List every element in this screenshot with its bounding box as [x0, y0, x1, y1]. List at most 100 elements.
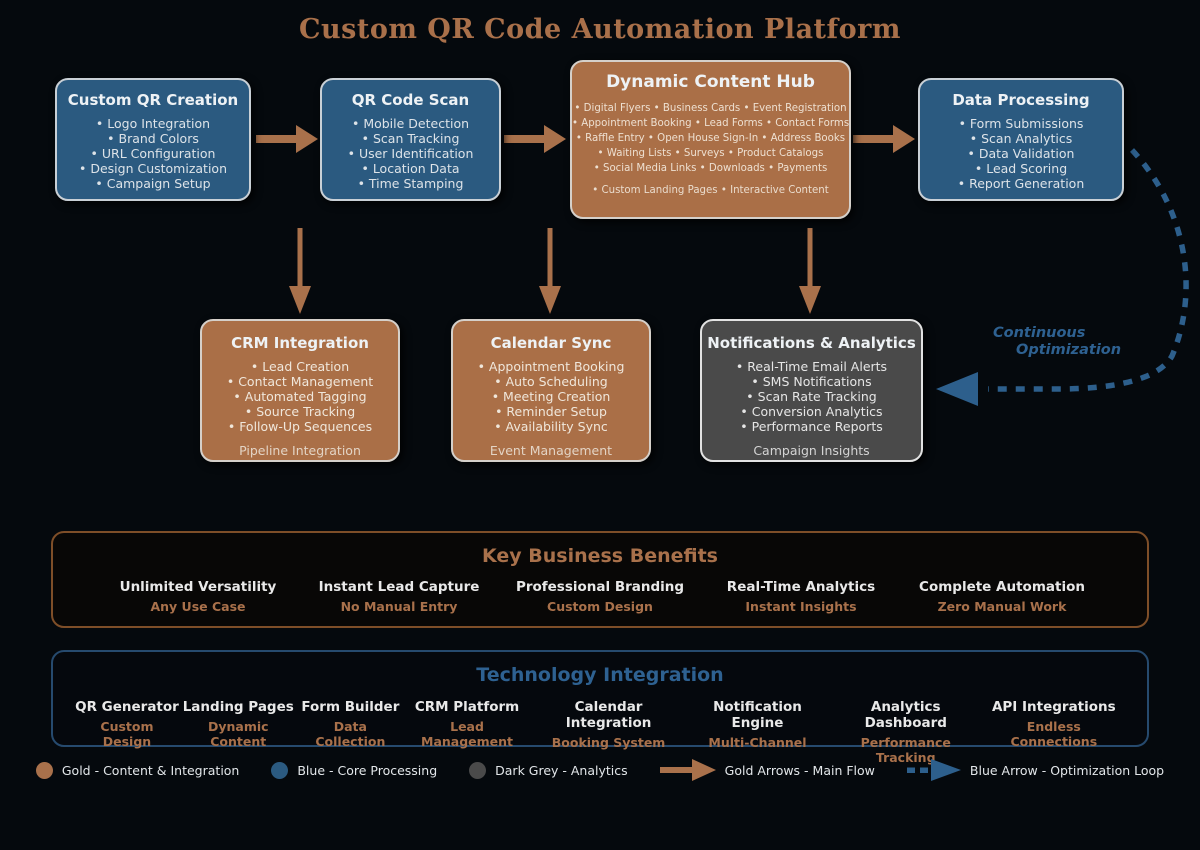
gold-down-arrow-1	[289, 228, 311, 314]
tech-item: Calendar Integration Booking System	[531, 699, 686, 765]
bullet-item: • Conversion Analytics	[740, 404, 883, 419]
bullet-item: • Lead Scoring	[974, 161, 1068, 176]
legend: Gold - Content & Integration Blue - Core…	[0, 757, 1200, 783]
benefits-row: Unlimited Versatility Any Use Case Insta…	[98, 579, 1102, 614]
benefit-title: Professional Branding	[515, 579, 685, 595]
tech-name: Form Builder	[301, 699, 400, 715]
technology-panel: Technology Integration QR Generator Cust…	[51, 650, 1149, 765]
tech-name: Landing Pages	[182, 699, 294, 715]
benefit-item: Complete Automation Zero Manual Work	[902, 579, 1102, 614]
optimization-label-line2: Optimization	[1016, 342, 1122, 358]
technology-row: QR Generator Custom Design Landing Pages…	[53, 699, 1147, 765]
tech-subtitle: Lead Management	[421, 719, 514, 749]
bullet-item: • Form Submissions	[958, 116, 1084, 131]
flow-box-custom-qr-creation: Custom QR Creation • Logo Integration • …	[55, 78, 251, 201]
tech-subtitle: Dynamic Content	[207, 719, 269, 749]
blue-dashed-arrow-icon	[906, 759, 961, 781]
bullet-item: • Raffle Entry • Open House Sign-In • Ad…	[575, 133, 846, 144]
tech-subtitle: Endless Connections	[1010, 719, 1098, 749]
legend-item-blue-arrow: Blue Arrow - Optimization Loop	[906, 757, 1165, 783]
bullet-item: • Report Generation	[957, 176, 1085, 191]
tech-name: Notification Engine	[713, 699, 802, 731]
bullet-item: • SMS Notifications	[751, 374, 872, 389]
bullet-item: • Brand Colors	[107, 131, 199, 146]
blue-dot-icon	[271, 761, 289, 779]
bullet-item: • Appointment Booking • Lead Forms • Con…	[572, 118, 850, 129]
bullet-item: • Location Data	[361, 161, 460, 176]
legend-item-grey: Dark Grey - Analytics	[469, 761, 628, 779]
legend-item-gold: Gold - Content & Integration	[35, 761, 239, 779]
box-footer: • Custom Landing Pages • Interactive Con…	[592, 185, 829, 196]
bullet-item: • Scan Rate Tracking	[746, 389, 877, 404]
gold-dot-icon	[35, 761, 53, 779]
tech-subtitle: Performance Tracking	[860, 735, 951, 765]
bullet-item: • Digital Flyers • Business Cards • Even…	[574, 103, 847, 114]
benefit-title: Unlimited Versatility	[119, 579, 277, 595]
technology-title: Technology Integration	[476, 664, 724, 686]
tech-name: Analytics Dashboard	[864, 699, 947, 731]
continuous-optimization-label: Continuous Optimization	[993, 325, 1153, 359]
benefit-title: Real-Time Analytics	[726, 579, 876, 595]
bullet-item: • Scan Tracking	[361, 131, 460, 146]
bullet-item: • Follow-Up Sequences	[227, 419, 373, 434]
benefit-title: Instant Lead Capture	[318, 579, 480, 595]
box-title: Dynamic Content Hub	[606, 72, 815, 92]
benefit-item: Real-Time Analytics Instant Insights	[701, 579, 901, 614]
bullet-item: • Availability Sync	[494, 419, 608, 434]
legend-item-gold-arrow: Gold Arrows - Main Flow	[659, 757, 875, 783]
benefit-subtitle: Custom Design	[547, 599, 653, 614]
benefit-subtitle: Zero Manual Work	[937, 599, 1067, 614]
bullet-item: • Contact Management	[226, 374, 374, 389]
bullet-item: • Appointment Booking	[477, 359, 625, 374]
bullet-item: • Design Customization	[78, 161, 227, 176]
box-title: Calendar Sync	[490, 334, 612, 352]
bullet-item: • Meeting Creation	[491, 389, 611, 404]
benefits-title: Key Business Benefits	[481, 545, 718, 567]
bullet-item: • Real-Time Email Alerts	[735, 359, 888, 374]
tech-item: API Integrations Endless Connections	[983, 699, 1125, 765]
tech-name: Calendar Integration	[565, 699, 652, 731]
tech-item: QR Generator Custom Design	[75, 699, 179, 765]
bullet-item: • Performance Reports	[740, 419, 883, 434]
box-footer: Campaign Insights	[753, 443, 870, 458]
benefit-subtitle: Instant Insights	[745, 599, 857, 614]
box-title: Data Processing	[952, 91, 1090, 109]
tech-item: Analytics Dashboard Performance Tracking	[829, 699, 983, 765]
bullet-item: • Campaign Setup	[95, 176, 211, 191]
bullet-item: • Social Media Links • Downloads • Payme…	[593, 163, 828, 174]
tech-subtitle: Custom Design	[100, 719, 154, 749]
legend-label: Blue Arrow - Optimization Loop	[969, 762, 1165, 778]
flow-box-qr-code-scan: QR Code Scan • Mobile Detection • Scan T…	[320, 78, 501, 201]
gold-down-arrow-2	[539, 228, 561, 314]
flow-box-calendar-sync: Calendar Sync • Appointment Booking • Au…	[451, 319, 651, 462]
box-footer: Event Management	[489, 443, 613, 458]
box-title: QR Code Scan	[351, 91, 470, 109]
benefit-title: Complete Automation	[919, 579, 1085, 595]
gold-down-arrow-3	[799, 228, 821, 314]
tech-item: Landing Pages Dynamic Content	[179, 699, 298, 765]
bullet-item: • URL Configuration	[90, 146, 216, 161]
gold-flow-arrow-1	[256, 125, 318, 153]
tech-item: Form Builder Data Collection	[298, 699, 404, 765]
box-title: CRM Integration	[231, 334, 369, 352]
bullet-item: • Logo Integration	[95, 116, 211, 131]
box-title: Notifications & Analytics	[707, 334, 916, 352]
legend-item-blue: Blue - Core Processing	[271, 761, 437, 779]
tech-name: CRM Platform	[414, 699, 520, 715]
legend-label: Dark Grey - Analytics	[495, 762, 628, 778]
bullet-item: • Scan Analytics	[969, 131, 1073, 146]
bullet-item: • Auto Scheduling	[494, 374, 608, 389]
benefit-subtitle: Any Use Case	[150, 599, 246, 614]
box-footer: Pipeline Integration	[239, 443, 361, 458]
gold-arrow-icon	[659, 759, 716, 781]
benefit-subtitle: No Manual Entry	[340, 599, 458, 614]
tech-item: CRM Platform Lead Management	[403, 699, 531, 765]
bullet-item: • Waiting Lists • Surveys • Product Cata…	[597, 148, 824, 159]
optimization-label-line1: Continuous	[993, 325, 1086, 341]
tech-name: QR Generator	[75, 699, 179, 715]
benefits-panel: Key Business Benefits Unlimited Versatil…	[51, 531, 1149, 628]
tech-item: Notification Engine Multi-Channel	[686, 699, 829, 765]
flow-box-notifications-analytics: Notifications & Analytics • Real-Time Em…	[700, 319, 923, 462]
flow-box-data-processing: Data Processing • Form Submissions • Sca…	[918, 78, 1124, 201]
tech-name: API Integrations	[991, 699, 1116, 715]
